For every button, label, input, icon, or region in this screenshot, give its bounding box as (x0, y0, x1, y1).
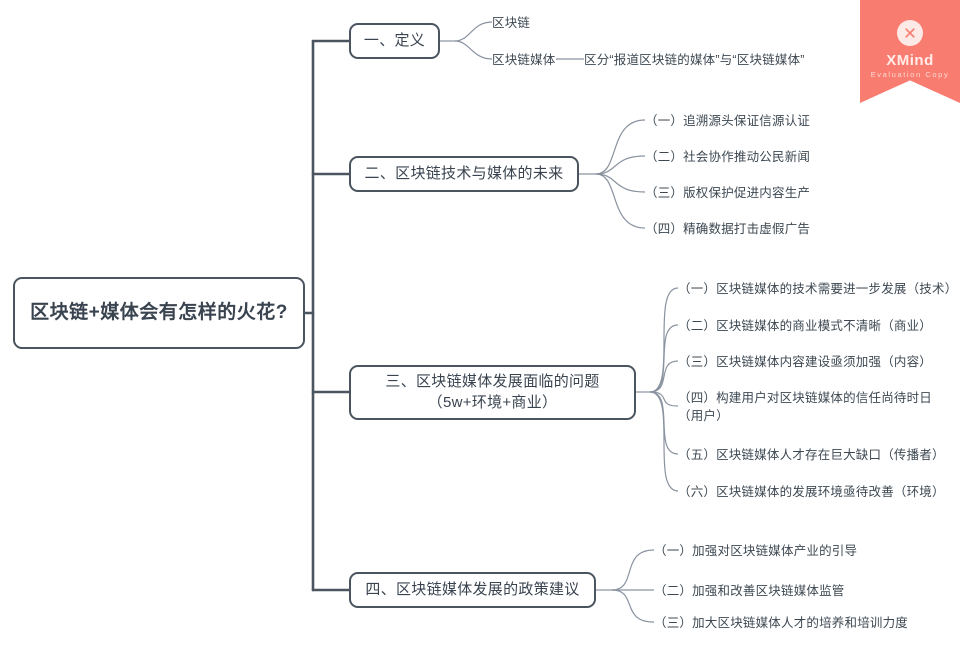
branch-node-1[interactable]: 一、定义 (349, 23, 440, 59)
leaf-2-2[interactable]: （二）社会协作推动公民新闻 (645, 148, 810, 166)
leaf-3-3-label: （三）区块链媒体内容建设亟须加强（内容） (678, 355, 933, 369)
leaf-1-2-1-label: 区分“报道区块链的媒体”与“区块链媒体” (584, 53, 805, 67)
leaf-2-1-label: （一）追溯源头保证信源认证 (645, 114, 811, 128)
leaf-4-3-label: （三）加大区块链媒体人才的培养和培训力度 (654, 616, 909, 630)
leaf-3-4[interactable]: （四）构建用户对区块链媒体的信任尚待时日（用户） (678, 389, 940, 425)
connector-b4-child-3 (611, 589, 655, 623)
leaf-3-5-label: （五）区块链媒体人才存在巨大缺口（传播者） (678, 448, 945, 462)
leaf-2-4[interactable]: （四）精确数据打击虚假广告 (645, 220, 810, 238)
xmind-evaluation-watermark: XMind Evaluation Copy (860, 0, 960, 103)
branch-node-2-label: 二、区块链技术与媒体的未来 (364, 164, 564, 182)
branch-node-2[interactable]: 二、区块链技术与媒体的未来 (349, 156, 579, 192)
connector-b1-child-1 (454, 21, 493, 42)
connector-b3-child-5 (649, 391, 679, 455)
leaf-1-2-label: 区块链媒体 (492, 53, 556, 67)
root-node-label: 区块链+媒体会有怎样的火花? (30, 302, 288, 324)
leaf-1-2[interactable]: 区块链媒体 (492, 51, 556, 69)
connector-b2-child-2 (595, 155, 646, 175)
leaf-4-1[interactable]: （一）加强对区块链媒体产业的引导 (654, 542, 857, 560)
leaf-2-3[interactable]: （三）版权保护促进内容生产 (645, 184, 810, 202)
leaf-3-2[interactable]: （二）区块链媒体的商业模式不清晰（商业） (678, 317, 932, 335)
leaf-3-5[interactable]: （五）区块链媒体人才存在巨大缺口（传播者） (678, 446, 945, 464)
leaf-3-1[interactable]: （一）区块链媒体的技术需要进一步发展（技术） (678, 280, 957, 298)
connector-b3-child-4 (649, 391, 679, 407)
leaf-3-2-label: （二）区块链媒体的商业模式不清晰（商业） (678, 319, 933, 333)
leaf-3-4-label: （四）构建用户对区块链媒体的信任尚待时日（用户） (678, 391, 933, 424)
branch-node-4[interactable]: 四、区块链媒体发展的政策建议 (349, 572, 596, 608)
branch-node-3-label: 三、区块链媒体发展面临的问题（5w+环境+商业） (385, 373, 600, 411)
leaf-4-1-label: （一）加强对区块链媒体产业的引导 (654, 544, 858, 558)
leaf-4-2[interactable]: （二）加强和改善区块链媒体监管 (654, 582, 845, 600)
connector-b2-child-4 (595, 173, 646, 229)
leaf-1-1-label: 区块链 (492, 16, 531, 30)
leaf-3-1-label: （一）区块链媒体的技术需要进一步发展（技术） (678, 282, 958, 296)
watermark-ribbon (860, 0, 960, 103)
leaf-4-2-label: （二）加强和改善区块链媒体监管 (654, 584, 845, 598)
connector-b3-child-3 (649, 360, 679, 393)
connector-b3-child-1 (649, 287, 679, 393)
leaf-2-1[interactable]: （一）追溯源头保证信源认证 (645, 112, 810, 130)
connector-b4-child-1 (611, 549, 655, 591)
xmind-x-logo-icon (897, 20, 923, 46)
x-glyph-icon (905, 28, 915, 38)
branch-node-1-label: 一、定义 (363, 31, 426, 49)
branch-node-4-label: 四、区块链媒体发展的政策建议 (365, 580, 580, 598)
watermark-subtitle: Evaluation Copy (870, 70, 950, 79)
watermark-brand: XMind (886, 52, 934, 69)
root-node[interactable]: 区块链+媒体会有怎样的火花? (13, 277, 305, 349)
leaf-1-1[interactable]: 区块链 (492, 14, 530, 32)
connector-b1-child-2 (454, 40, 493, 60)
connector-b2-child-1 (595, 119, 646, 175)
leaf-2-4-label: （四）精确数据打击虚假广告 (645, 222, 811, 236)
connector-b2-child-3 (595, 173, 646, 193)
leaf-3-6[interactable]: （六）区块链媒体的发展环境亟待改善（环境） (678, 483, 945, 501)
leaf-2-2-label: （二）社会协作推动公民新闻 (645, 150, 811, 164)
leaf-1-2-1[interactable]: 区分“报道区块链的媒体”与“区块链媒体” (584, 51, 805, 69)
connector-b3-child-6 (649, 391, 679, 492)
connector-b3-child-2 (649, 324, 679, 393)
leaf-4-3[interactable]: （三）加大区块链媒体人才的培养和培训力度 (654, 614, 908, 632)
leaf-2-3-label: （三）版权保护促进内容生产 (645, 186, 811, 200)
branch-node-3[interactable]: 三、区块链媒体发展面临的问题（5w+环境+商业） (349, 365, 636, 420)
leaf-3-6-label: （六）区块链媒体的发展环境亟待改善（环境） (678, 485, 945, 499)
leaf-3-3[interactable]: （三）区块链媒体内容建设亟须加强（内容） (678, 353, 932, 371)
